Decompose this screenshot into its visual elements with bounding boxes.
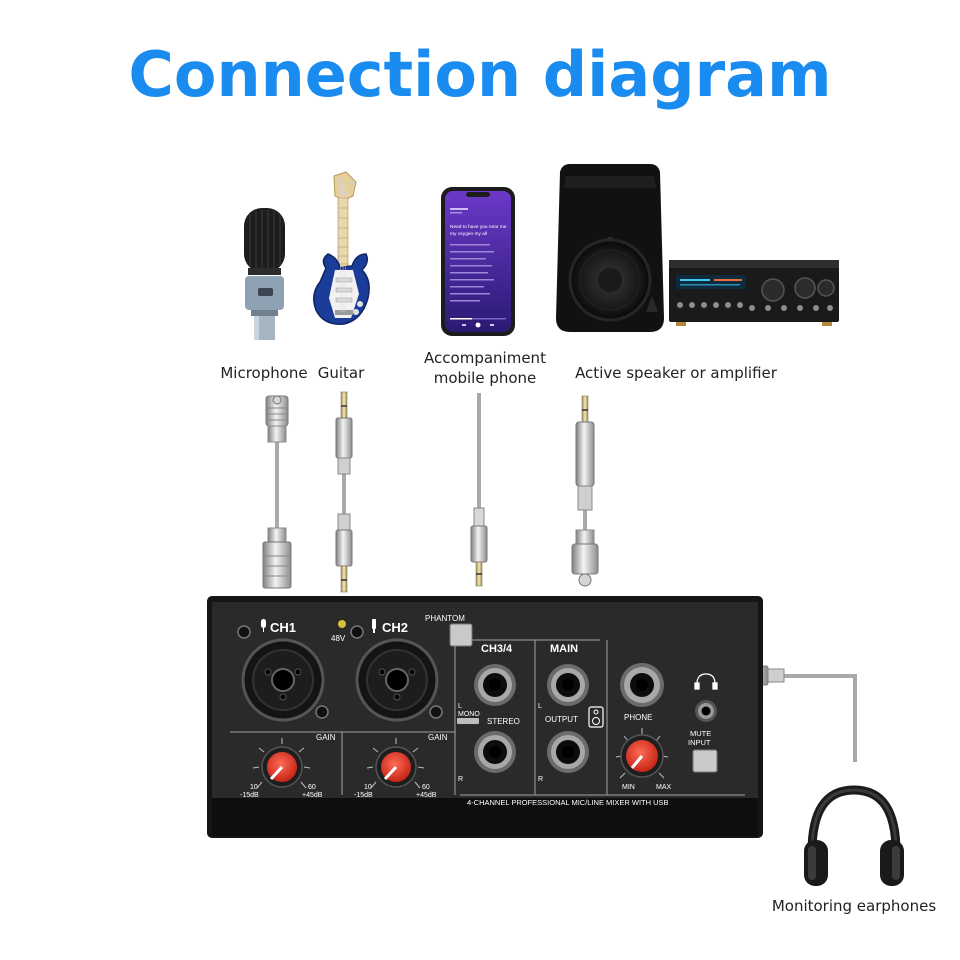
phone-max-label: MAX bbox=[656, 784, 672, 791]
main-label: MAIN bbox=[550, 643, 578, 655]
main-r-label: R bbox=[538, 776, 543, 783]
microphone-label: Microphone bbox=[220, 364, 308, 382]
mute-label-2: INPUT bbox=[688, 738, 711, 747]
ch1-label: CH1 bbox=[270, 620, 296, 635]
ch3-jack[interactable] bbox=[474, 664, 516, 706]
ch1-combo-jack[interactable] bbox=[237, 625, 335, 725]
headphone-jack[interactable] bbox=[695, 700, 717, 722]
earphones-label: Monitoring earphones bbox=[771, 897, 937, 915]
earphone-cable bbox=[784, 674, 857, 762]
main-r-jack[interactable] bbox=[547, 731, 589, 773]
amplifier-icon bbox=[669, 260, 839, 326]
gain2-scale-high-b: +45dB bbox=[416, 792, 437, 799]
ch2-label: CH2 bbox=[382, 620, 408, 635]
phantom-label: PHANTOM bbox=[425, 614, 465, 623]
gain1-scale-low-a: 10 bbox=[250, 784, 258, 791]
phone-volume-knob[interactable] bbox=[615, 728, 669, 779]
gain1-scale-high-a: 60 bbox=[308, 784, 316, 791]
phone-label: PHONE bbox=[624, 713, 652, 722]
phone-lyric-1: Need to have you near me bbox=[450, 224, 507, 230]
mobile-phone-icon: Need to have you near me my oxygen my al… bbox=[441, 187, 515, 336]
mixer: CH1 CH2 48V PHANTOM bbox=[207, 596, 763, 838]
phone-jack-icon bbox=[470, 507, 488, 587]
output-label: OUTPUT bbox=[545, 715, 578, 724]
stereo-label: STEREO bbox=[487, 717, 520, 726]
xlr-male-connector-icon bbox=[262, 527, 292, 589]
main-l-jack[interactable] bbox=[547, 664, 589, 706]
main-l-label: L bbox=[538, 703, 542, 710]
phone-output-jack[interactable] bbox=[620, 663, 664, 707]
gain1-scale-low-b: -15dB bbox=[240, 792, 259, 799]
ch34-r-label: R bbox=[458, 776, 463, 783]
guitar-icon bbox=[313, 171, 370, 325]
headphone-symbol-icon bbox=[694, 673, 718, 690]
speaker-symbol-icon bbox=[588, 706, 604, 728]
xlr-female-connector-icon bbox=[265, 395, 289, 443]
cables bbox=[275, 393, 857, 762]
ch34-l-label: L bbox=[458, 703, 462, 710]
mute-input-button[interactable] bbox=[692, 749, 718, 773]
page-title: Connection diagram bbox=[128, 38, 832, 111]
mono-stereo-switch[interactable] bbox=[457, 718, 479, 724]
gain1-knob[interactable] bbox=[252, 738, 311, 789]
active-speaker-icon bbox=[556, 164, 664, 332]
microphone-icon bbox=[244, 208, 285, 340]
guitar-label: Guitar bbox=[317, 364, 365, 382]
speaker-jack-icon bbox=[575, 395, 595, 511]
48v-label: 48V bbox=[331, 634, 346, 643]
headphones-icon bbox=[804, 785, 904, 886]
mono-label: MONO bbox=[458, 711, 480, 718]
guitar-jack-top-icon bbox=[335, 391, 353, 475]
speaker-xlr-connector-icon bbox=[571, 529, 599, 587]
gain1-label: GAIN bbox=[316, 733, 336, 742]
gain2-scale-low-a: 10 bbox=[364, 784, 372, 791]
ch2-combo-jack[interactable] bbox=[350, 625, 443, 722]
gain2-label: GAIN bbox=[428, 733, 448, 742]
phone-label-line2: mobile phone bbox=[433, 369, 537, 387]
gain2-scale-low-b: -15dB bbox=[354, 792, 373, 799]
ch4-jack[interactable] bbox=[474, 731, 516, 773]
mute-label-1: MUTE bbox=[690, 729, 711, 738]
phantom-led bbox=[338, 620, 346, 628]
gain2-knob[interactable] bbox=[366, 738, 425, 789]
phone-lyric-2: my oxygen my all bbox=[450, 231, 487, 237]
phone-label-line1: Accompaniment bbox=[424, 349, 546, 367]
ch34-label: CH3/4 bbox=[481, 643, 513, 655]
phone-min-label: MIN bbox=[622, 784, 635, 791]
phantom-button[interactable] bbox=[449, 623, 473, 647]
mixer-model-text: 4-CHANNEL PROFESSIONAL MIC/LINE MIXER WI… bbox=[467, 798, 669, 807]
gain1-scale-high-b: +45dB bbox=[302, 792, 323, 799]
gain2-scale-high-a: 60 bbox=[422, 784, 430, 791]
speaker-label: Active speaker or amplifier bbox=[575, 364, 777, 382]
guitar-jack-bottom-icon bbox=[335, 513, 353, 593]
